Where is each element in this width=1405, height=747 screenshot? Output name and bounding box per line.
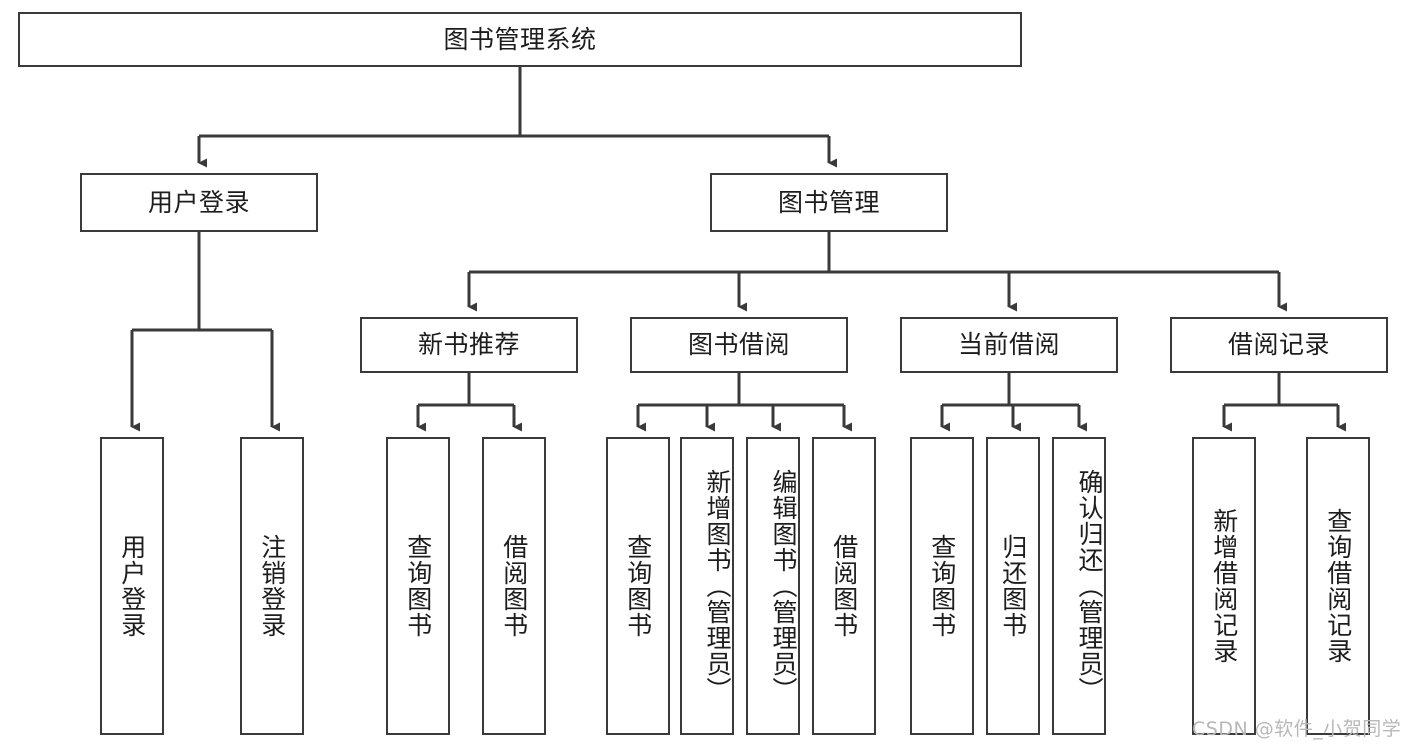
leaf-confirm-return-admin[interactable]: 确认归还（管理员） [1052, 437, 1106, 735]
leaf-edit-book-admin[interactable]: 编辑图书（管理员） [746, 437, 800, 735]
node-user-login[interactable]: 用户登录 [80, 173, 318, 232]
leaf-add-book-admin[interactable]: 新增图书（管理员） [680, 437, 734, 735]
leaf-borrow-book-1[interactable]: 借阅图书 [482, 437, 546, 735]
leaf-query-book-2-label: 查询图书 [623, 534, 653, 638]
node-book-borrow-label: 图书借阅 [687, 330, 790, 360]
leaf-user-login[interactable]: 用户登录 [100, 437, 164, 735]
leaf-borrow-book-1-label: 借阅图书 [499, 534, 529, 638]
node-book-manage-label: 图书管理 [777, 187, 880, 217]
leaf-query-borrow-record[interactable]: 查询借阅记录 [1306, 437, 1370, 735]
csdn-watermark: CSDN @软件_小贺同学 [1192, 718, 1402, 740]
leaf-query-book-1[interactable]: 查询图书 [386, 437, 450, 735]
leaf-user-login-label: 用户登录 [117, 534, 147, 638]
leaf-add-borrow-record[interactable]: 新增借阅记录 [1192, 437, 1256, 735]
node-root[interactable]: 图书管理系统 [18, 12, 1022, 67]
node-borrow-record-label: 借阅记录 [1227, 330, 1330, 360]
leaf-add-borrow-record-label: 新增借阅记录 [1209, 508, 1239, 664]
leaf-query-book-3[interactable]: 查询图书 [910, 437, 974, 735]
node-book-borrow[interactable]: 图书借阅 [630, 317, 848, 373]
leaf-confirm-return-admin-label: 确认归还（管理员） [1075, 469, 1104, 703]
leaf-query-book-2[interactable]: 查询图书 [606, 437, 670, 735]
node-root-label: 图书管理系统 [443, 24, 597, 54]
leaf-borrow-book-2-label: 借阅图书 [829, 534, 859, 638]
leaf-query-book-1-label: 查询图书 [403, 534, 433, 638]
leaf-query-borrow-record-label: 查询借阅记录 [1323, 508, 1353, 664]
node-new-book-recommend-label: 新书推荐 [417, 330, 520, 360]
leaf-user-logout-label: 注销登录 [257, 534, 287, 638]
leaf-query-book-3-label: 查询图书 [927, 534, 957, 638]
node-current-borrow[interactable]: 当前借阅 [900, 317, 1118, 373]
leaf-return-book[interactable]: 归还图书 [986, 437, 1040, 735]
leaf-return-book-label: 归还图书 [998, 534, 1028, 638]
leaf-edit-book-admin-label: 编辑图书（管理员） [769, 469, 798, 703]
node-borrow-record[interactable]: 借阅记录 [1170, 317, 1388, 373]
leaf-add-book-admin-label: 新增图书（管理员） [703, 469, 732, 703]
node-new-book-recommend[interactable]: 新书推荐 [360, 317, 578, 373]
node-user-login-label: 用户登录 [147, 187, 250, 217]
leaf-user-logout[interactable]: 注销登录 [240, 437, 304, 735]
node-book-manage[interactable]: 图书管理 [710, 173, 948, 232]
leaf-borrow-book-2[interactable]: 借阅图书 [812, 437, 876, 735]
node-current-borrow-label: 当前借阅 [957, 330, 1060, 360]
